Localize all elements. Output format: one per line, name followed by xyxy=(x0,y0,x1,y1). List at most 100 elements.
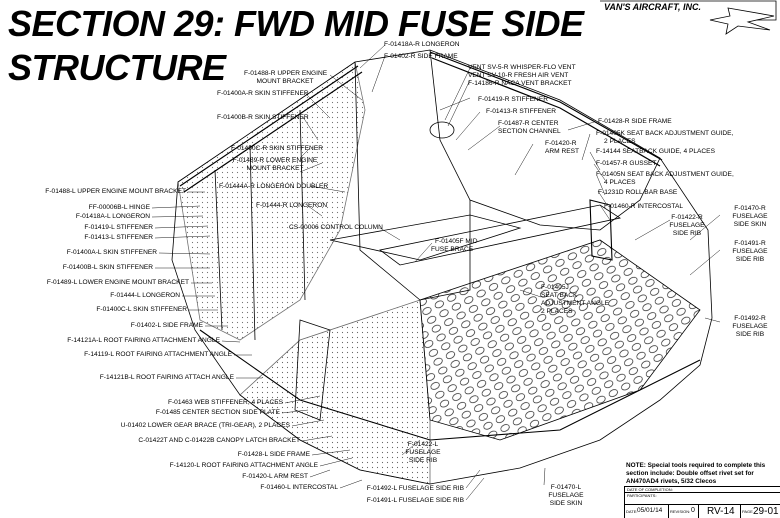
frame-2 xyxy=(299,109,306,301)
callout: 4 PLACES xyxy=(604,179,636,186)
tools-note: NOTE: Special tools required to complete… xyxy=(626,462,780,486)
seat-floor xyxy=(419,239,701,441)
revision-field: REVISION: 0 xyxy=(669,505,699,518)
callout: F-01492-R xyxy=(734,315,766,322)
lower-rail xyxy=(199,329,701,441)
callout: F-01488-L UPPER ENGINE MOUNT BRACKET xyxy=(45,188,186,195)
callout: VENT SV-5-R WHISPER-FLO VENT xyxy=(468,64,576,71)
control-column xyxy=(329,214,522,261)
callout: FUSELAGE xyxy=(732,213,768,220)
callout: C-01422T AND C-01422B CANOPY LATCH BRACK… xyxy=(138,437,300,444)
callout: ARM REST xyxy=(545,148,580,155)
fuselage-outline xyxy=(171,49,713,485)
callout: F-01428-L SIDE FRAME xyxy=(237,451,310,458)
callout: F-01487-R CENTER xyxy=(498,120,559,127)
right-longeron xyxy=(429,51,663,167)
callout: 2 PLACES xyxy=(604,138,636,145)
mid-fuse-brace xyxy=(379,204,622,266)
callout: F-1231D ROLL BAR BASE xyxy=(598,189,678,196)
note-line: NOTE: Special tools required to complete… xyxy=(626,462,766,469)
callout: F-01405N SEAT BACK ADJUSTMENT GUIDE, xyxy=(596,171,734,178)
participants-row: PARTICIPANTS: xyxy=(625,493,780,505)
callout: MOUNT BRACKET xyxy=(246,165,304,172)
callout: F-01413-L STIFFENER xyxy=(84,234,153,241)
date-value: 05/01/14 xyxy=(637,507,663,514)
callout: F-14119-L ROOT FAIRING ATTACHMENT ANGLE xyxy=(84,351,232,358)
callout: CS-00006 CONTROL COLUMN xyxy=(289,224,383,231)
lower-side-panel xyxy=(239,299,431,485)
frame-4 xyxy=(214,169,223,331)
roll-bar-base xyxy=(589,199,613,261)
revision-value: 0 xyxy=(691,507,695,514)
callout: F-01400B-L SKIN STIFFENER xyxy=(62,264,153,271)
callout: F-14120-L ROOT FAIRING ATTACHMENT ANGLE xyxy=(169,462,318,469)
callout: F-01405F MID xyxy=(435,238,478,245)
callout: F-01413-R STIFFENER xyxy=(486,108,556,115)
participants-label: PARTICIPANTS: xyxy=(627,493,657,498)
callout: F-01488-R UPPER ENGINE xyxy=(244,70,328,77)
callout: U-01402 LOWER GEAR BRACE (TRI-GEAR), 2 P… xyxy=(120,422,290,429)
completion-row: DATE OF COMPLETION: xyxy=(625,487,780,493)
completion-label: DATE OF COMPLETION: xyxy=(627,487,673,492)
callout: F-01418A-R LONGERON xyxy=(384,41,460,48)
callout: SEAT BACK xyxy=(541,292,578,299)
gear-brace xyxy=(294,319,331,421)
page-field: PAGE 29-01 xyxy=(741,505,780,518)
callout: F-01460-L INTERCOSTAL xyxy=(260,484,338,491)
callout: F-01400C-L SKIN STIFFENER xyxy=(96,306,187,313)
callout: FF-00006B-L HINGE xyxy=(88,204,150,211)
callout: F-14121B-L ROOT FAIRING ATTACH ANGLE xyxy=(99,374,234,381)
callout: F-01489-L LOWER ENGINE MOUNT BRACKET xyxy=(46,279,189,286)
note-line: AN470AD4 rivets, 5/32 Clecos xyxy=(626,478,717,485)
callout: 2 PLACES xyxy=(541,308,573,315)
callout: F-01422-R xyxy=(671,214,703,221)
page-title-line-1: SECTION 29: FWD MID FUSE SIDE xyxy=(8,3,584,44)
callout: FUSELAGE xyxy=(669,222,705,229)
callout: F-01400A-L SKIN STIFFENER xyxy=(66,249,157,256)
frame-3 xyxy=(249,144,256,341)
callout: FUSELAGE xyxy=(732,248,768,255)
callout: FUSELAGE xyxy=(548,492,584,499)
left-longeron xyxy=(179,65,363,193)
model-value: RV-14 xyxy=(707,506,735,517)
left-side-panel xyxy=(177,61,366,341)
callout: F-14186-R NACA VENT BRACKET xyxy=(468,80,572,87)
callout: F-01419-L STIFFENER xyxy=(84,224,153,231)
revision-label: REVISION: xyxy=(670,509,691,514)
callout: F-01491-R xyxy=(734,240,766,247)
callout: F-01470-R xyxy=(734,205,766,212)
airplane-logo-icon xyxy=(600,0,777,35)
callout: SIDE SKIN xyxy=(733,221,767,228)
model-field: RV-14 xyxy=(699,505,741,518)
right-side-frame xyxy=(429,49,661,231)
callout: F-01418A-L LONGERON xyxy=(75,213,150,220)
callout: F-14121A-L ROOT FAIRING ATTACHMENT ANGLE xyxy=(67,337,220,344)
callout: F-01405K SEAT BACK ADJUSTMENT GUIDE, xyxy=(596,130,734,137)
callout: F-01402-R SIDE FRAME xyxy=(384,53,458,60)
callout: F-01485 CENTER SECTION SIDE PLATE xyxy=(155,409,280,416)
callout: SIDE RIB xyxy=(735,256,765,263)
page-title-line-2: STRUCTURE xyxy=(8,47,226,88)
callout: VENT SV-10-R FRESH AIR VENT xyxy=(468,72,569,79)
callout: FUSELAGE xyxy=(405,449,441,456)
callout: SECTION CHANNEL xyxy=(498,128,561,135)
callout: F-01419-R STIFFENER xyxy=(478,96,548,103)
callout: F-01428-R SIDE FRAME xyxy=(598,118,672,125)
note-line: section include: Double offset rivet set… xyxy=(626,470,754,477)
callout: SIDE RIB xyxy=(735,331,765,338)
callout: F-01400B-R SKIN STIFFENER xyxy=(217,114,309,121)
callout: F-01444-L LONGERON xyxy=(110,292,180,299)
callout: F-14144 SEATBACK GUIDE, 4 PLACES xyxy=(596,148,715,155)
frame-1 xyxy=(354,61,471,301)
vent xyxy=(429,121,455,139)
callout: SIDE SKIN xyxy=(549,500,583,507)
date-label: DATE: xyxy=(626,509,638,514)
callout: SIDE RIB xyxy=(408,457,438,464)
callout: F-01492-L FUSELAGE SIDE RIB xyxy=(366,485,464,492)
page-value: 29-01 xyxy=(753,506,779,517)
callout: FUSELAGE xyxy=(732,323,768,330)
callout: F-01463 WEB STIFFENER, 4 PLACES xyxy=(167,399,283,406)
callout: F-01405J xyxy=(541,284,569,291)
callout: F-01400C-R SKIN STIFFENER xyxy=(231,145,323,152)
